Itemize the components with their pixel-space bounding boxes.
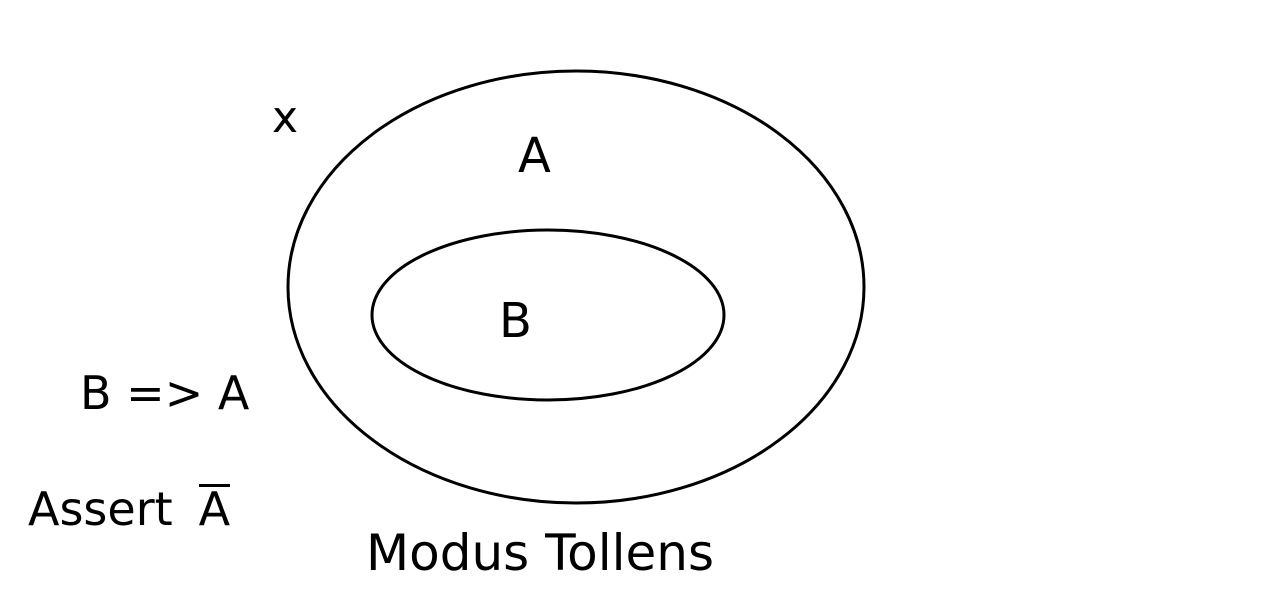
set-b-ellipse bbox=[370, 228, 726, 402]
assert-word: Assert bbox=[28, 482, 173, 536]
negation-bar bbox=[198, 484, 231, 487]
universe-label: x bbox=[272, 92, 299, 143]
set-a-ellipse bbox=[286, 69, 866, 505]
set-a-label: A bbox=[518, 128, 551, 184]
implication-statement: B => A bbox=[80, 366, 250, 420]
set-b-label: B bbox=[499, 293, 532, 349]
negated-a: A bbox=[198, 484, 231, 532]
negated-a-letter: A bbox=[198, 482, 231, 536]
diagram-title: Modus Tollens bbox=[366, 524, 715, 582]
